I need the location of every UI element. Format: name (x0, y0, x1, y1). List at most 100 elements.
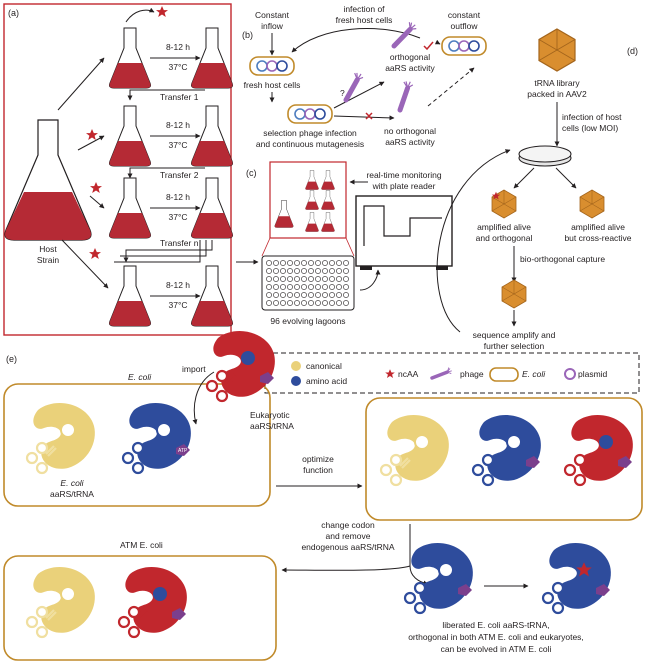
lagoon-well (329, 276, 335, 282)
panel-a-frame (3, 3, 232, 336)
change-line3: endogenous aaRS/tRNA (301, 542, 394, 552)
lagoon-well (301, 268, 307, 274)
to-atm-arrow (281, 524, 411, 573)
culture-dish-lid (518, 145, 572, 163)
panel-d-tag: (d) (627, 46, 638, 56)
ecoli-cell-box (3, 383, 271, 507)
lagoon-well (301, 292, 307, 298)
lagoon-well (308, 300, 314, 306)
ecoli-aars-yellow (25, 403, 95, 475)
lagoon-well (343, 292, 349, 298)
fresh-host-cell (249, 56, 295, 76)
lagoon-well (301, 276, 307, 282)
infect-line1: infection of host (562, 112, 622, 122)
panel-d: (d) tRNA library packed in AAV2 infectio… (436, 28, 638, 351)
legend-phage: phage (460, 369, 484, 379)
arrow-dish-to-orth (513, 167, 535, 189)
lagoon-well (294, 284, 300, 290)
inflow-line2: inflow (261, 21, 284, 31)
legend-plasmid: plasmid (578, 369, 608, 379)
inflow-line1: Constant (255, 10, 290, 20)
lagoon-well (343, 260, 349, 266)
selection-line2: and continuous mutagenesis (256, 139, 364, 149)
lagoon-well (294, 260, 300, 266)
legend-ecoli-icon (489, 367, 519, 382)
lagoon-well (266, 300, 272, 306)
monitor-line1: real-time monitoring (366, 170, 441, 180)
host-label-line2: Strain (37, 255, 59, 265)
row4-temp: 37°C (169, 300, 188, 310)
culture-row-2: 8-12 h 37°C Transfer 2 (109, 105, 233, 180)
lagoon-well (336, 276, 342, 282)
lagoon-well (287, 276, 293, 282)
transfer-n-extra-line (114, 240, 201, 263)
panel-b-tag: (b) (242, 30, 253, 40)
fresh-host-label: fresh host cells (244, 80, 301, 90)
transfer2-arrow (127, 167, 205, 179)
lagoon-well (301, 284, 307, 290)
lagoon-well (280, 276, 286, 282)
lagoon-well (343, 268, 349, 274)
lagoon-well (336, 268, 342, 274)
lagoon-well (315, 292, 321, 298)
legend-phage-icon (430, 363, 454, 383)
atm-aars-yellow (25, 567, 95, 639)
row2-temp: 37°C (169, 140, 188, 150)
lagoon-well (308, 260, 314, 266)
lagoon-well (294, 292, 300, 298)
atp-label: ATP (178, 448, 188, 454)
alive-orth-line1: amplified alive (477, 222, 531, 232)
optimize-line1: optimize (302, 454, 334, 464)
lagoon-well (280, 292, 286, 298)
lagoon-well (301, 300, 307, 306)
legend-ncaa: ncAA (398, 369, 419, 379)
phage-icon (389, 21, 419, 46)
arrow-selection-to-orth (333, 81, 385, 109)
optimized-aars-yellow (379, 415, 449, 487)
lagoon-well (280, 300, 286, 306)
arrow-selection-to-no-orth (333, 115, 395, 121)
lagoon-well (336, 284, 342, 290)
eukaryotic-aars-red (205, 331, 275, 403)
row4-time: 8-12 h (166, 280, 190, 290)
lagoon-well (315, 300, 321, 306)
plate-reader-foot (360, 266, 372, 270)
ecoli-aars-blue: ATP (121, 403, 191, 475)
captured-capsid-icon (501, 279, 527, 309)
lagoon-well (280, 268, 286, 274)
no-orth-line1: no orthogonal (384, 126, 436, 136)
culture-row-1: 8-12 h 37°C Transfer 1 (109, 27, 233, 102)
ecoli-title: E. coli (128, 372, 152, 382)
arrow-host-row3 (89, 195, 105, 209)
optimized-aars-blue (471, 415, 541, 487)
lagoon-well (294, 276, 300, 282)
eukaryotic-line1: Eukaryotic (250, 410, 290, 420)
lagoon-well (308, 284, 314, 290)
lagoon-well (273, 260, 279, 266)
transfer1-arrow (127, 89, 205, 101)
row2-time: 8-12 h (166, 120, 190, 130)
loop-arrow (436, 149, 511, 333)
panel-b: (b) Constant inflow fresh host cells sel… (242, 4, 487, 149)
lagoons-label: 96 evolving lagoons (270, 316, 345, 326)
selection-cell (287, 104, 333, 124)
check-icon (423, 41, 434, 51)
zoom-line (345, 237, 355, 257)
legend-canonical-2: amino acid (306, 376, 347, 386)
legend-ncaa-star-icon (385, 369, 395, 378)
import-label: import (182, 364, 206, 374)
lagoon-well (329, 300, 335, 306)
no-orth-line2: aaRS activity (385, 137, 435, 147)
legend-ecoli: E. coli (522, 369, 546, 379)
ecoli-aars-line1: E. coli (60, 478, 84, 488)
sequence-line2: further selection (484, 341, 545, 351)
lagoon-well (343, 300, 349, 306)
aav2-capsid-icon (538, 28, 576, 72)
optimize-line2: function (303, 465, 333, 475)
lagoon-well (322, 292, 328, 298)
lagoon-well (322, 300, 328, 306)
sequence-line1: sequence amplify and (473, 330, 556, 340)
lagoon-well (266, 292, 272, 298)
row1-temp: 37°C (169, 62, 188, 72)
outflow-line1: constant (448, 10, 481, 20)
